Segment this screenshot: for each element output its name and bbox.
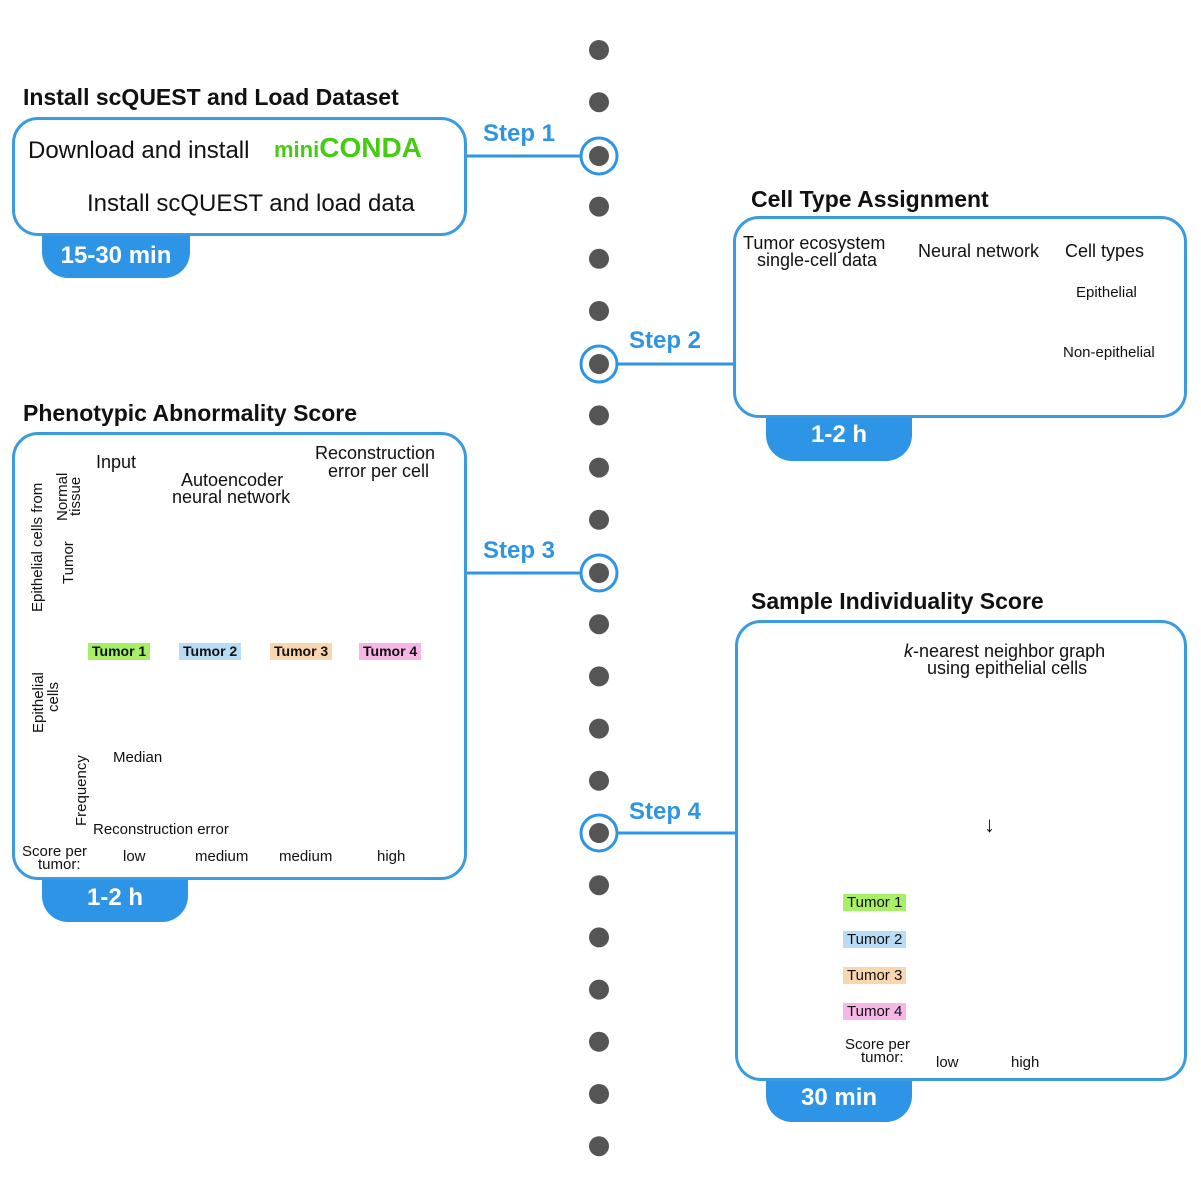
timeline-ring-dot (589, 354, 609, 374)
neural-network-label: Neural network (918, 241, 1040, 261)
legend-low: low (936, 1054, 959, 1071)
autoencoder-label-2: neural network (172, 487, 291, 507)
legend-high: high (1011, 1054, 1040, 1071)
tumor2-tag: Tumor 2 (179, 643, 242, 660)
heatmap-tumor2-tag: Tumor 2 (843, 931, 907, 948)
knn-graph-label-2: using epithelial cells (927, 658, 1088, 678)
timeline-dot (589, 875, 609, 896)
miniconda-logo-conda: CONDA (319, 132, 422, 163)
autoencoder-label-1: Autoencoder (181, 470, 284, 490)
tumor-axis-label: Tumor (60, 541, 77, 584)
tumor3-tag: Tumor 3 (270, 643, 333, 660)
step4-box (735, 620, 1187, 1081)
timeline-ring-dot (589, 823, 609, 843)
timeline-ring-dot (589, 146, 609, 166)
timeline-dot (589, 509, 609, 530)
download-text: Download and install (28, 137, 250, 164)
step2-label: Step 2 (629, 327, 702, 354)
timeline-dot (589, 248, 609, 269)
cell-types-label: Cell types (1065, 241, 1145, 261)
step1-label: Step 1 (483, 120, 556, 147)
score-per-label-1: Score per (22, 843, 88, 860)
timeline-dot (589, 92, 609, 113)
tumor4-tag: Tumor 4 (359, 643, 422, 660)
frequency-label: Frequency (73, 755, 90, 826)
epithelial-label: Epithelial (1076, 284, 1137, 301)
score-tumor4: high (377, 848, 406, 865)
heatmap-score-per-1: Score per (845, 1036, 911, 1053)
score-per-label-2: tumor: (38, 856, 81, 873)
timeline-dot (589, 979, 609, 1000)
timeline-dot (589, 770, 609, 791)
timeline-dot (589, 1136, 609, 1157)
timeline-dot (589, 40, 609, 60)
timeline-dot (589, 457, 609, 478)
knn-graph-label-1: k-nearest neighbor graph (904, 641, 1105, 662)
timeline-dot (589, 196, 609, 217)
miniconda-logo: miniCONDA (274, 132, 422, 164)
timeline-dot (589, 1084, 609, 1104)
heatmap-tumor1-tag: Tumor 1 (843, 894, 907, 911)
step4-label: Step 4 (629, 798, 702, 825)
timeline-dot (589, 301, 609, 321)
timeline-dot (589, 666, 609, 687)
timeline-dot (589, 718, 609, 739)
heatmap-tumor4-tag: Tumor 4 (843, 1003, 907, 1020)
input-label: Input (96, 452, 137, 472)
install-text: Install scQUEST and load data (87, 190, 415, 217)
heatmap-score-per-2: tumor: (861, 1049, 904, 1066)
reconstruction-error-axis-label: Reconstruction error (93, 821, 229, 838)
score-tumor3: medium (279, 848, 333, 865)
median-label: Median (113, 749, 163, 766)
knn-text: -nearest neighbor graph (913, 641, 1106, 661)
step3-label: Step 3 (483, 537, 556, 564)
epithelial-cells-from-label: Epithelial cells from (29, 482, 46, 612)
ecosystem-label-1: Tumor ecosystem (743, 233, 886, 253)
reconstruction-label-2: error per cell (328, 461, 430, 481)
tumor1-tag: Tumor 1 (88, 643, 151, 660)
step4-title: Sample Individuality Score (751, 588, 1044, 614)
step2-title: Cell Type Assignment (751, 186, 989, 212)
knn-k: k (904, 641, 913, 661)
reconstruction-label-1: Reconstruction (315, 443, 436, 463)
heatmap-tumor3-tag: Tumor 3 (843, 967, 907, 984)
step1-title: Install scQUEST and Load Dataset (23, 84, 399, 110)
timeline-dot (589, 614, 609, 635)
tissue-label: tissue (67, 476, 84, 516)
miniconda-logo-mini: mini (274, 137, 320, 162)
step2-box (733, 216, 1187, 418)
step1-box (12, 117, 467, 236)
non-epithelial-label: Non-epithelial (1063, 344, 1155, 361)
timeline-ring-dot (589, 563, 609, 583)
down-arrow: ↓ (984, 812, 995, 837)
epithelial-cells-label-2: cells (45, 681, 62, 712)
score-tumor1: low (123, 848, 146, 865)
timeline-dot (589, 1031, 609, 1052)
timeline-dot (589, 405, 609, 426)
timeline-dot (589, 927, 609, 948)
ecosystem-label-2: single-cell data (757, 250, 878, 270)
step3-title: Phenotypic Abnormality Score (23, 400, 357, 426)
score-tumor2: medium (195, 848, 249, 865)
